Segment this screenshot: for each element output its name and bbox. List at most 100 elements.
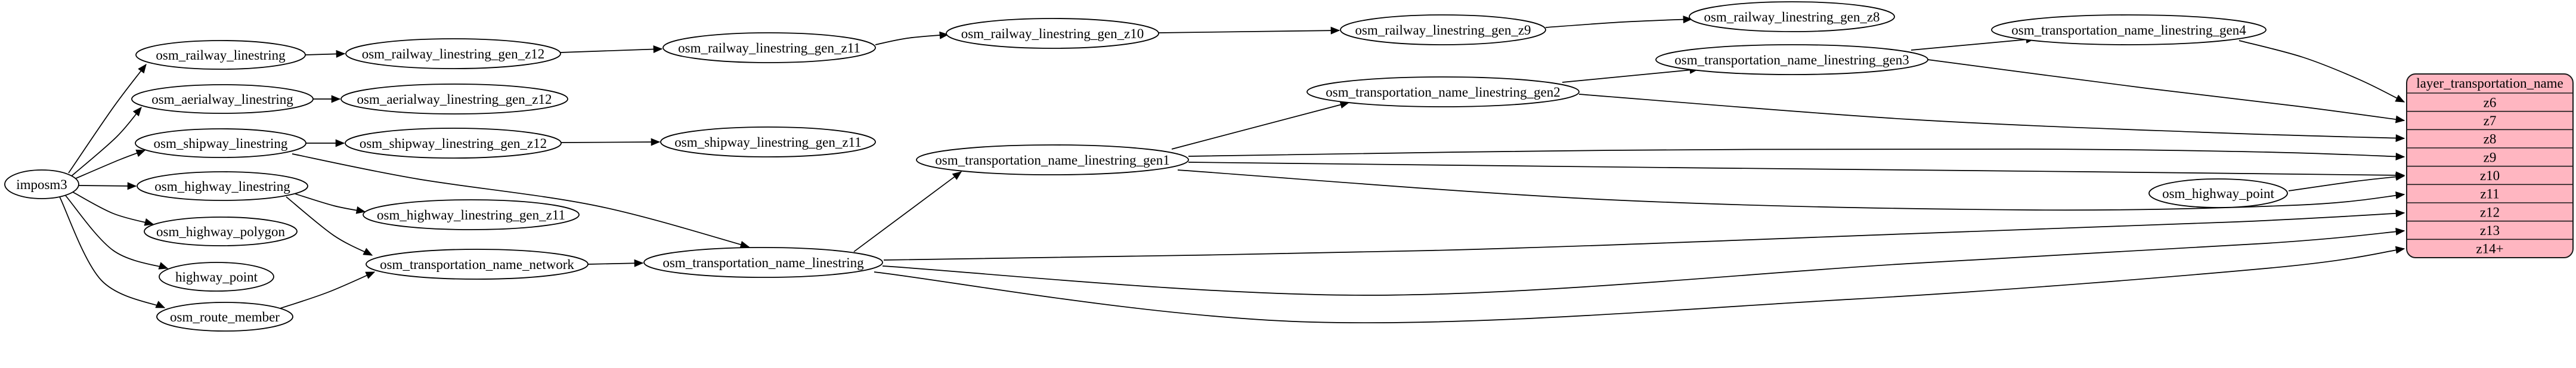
- node-osm_aerialway_linestring: osm_aerialway_linestring: [131, 84, 314, 114]
- edge-rail12-to-rail11: [560, 45, 663, 54]
- node-ellipse-osm_railway_linestring_gen_z10: [946, 18, 1159, 49]
- edge-imposm3-to-ship: [74, 149, 146, 180]
- edge-network-to-namels: [587, 259, 644, 267]
- node-osm_highway_linestring: osm_highway_linestring: [137, 171, 308, 201]
- edge-gen1-to-z9: [1188, 148, 2405, 161]
- edge-namels-to-z14+: [874, 246, 2405, 324]
- edge-namels-to-z12: [883, 209, 2405, 261]
- layer-table-row-z6: z6: [2484, 95, 2497, 110]
- edge-hwls-to-hw11: [295, 193, 366, 214]
- node-osm_transportation_name_linestring_gen4: osm_transportation_name_linestring_gen4: [1991, 14, 2267, 45]
- layer-table: layer_transportation_namez6z7z8z9z10z11z…: [2406, 73, 2574, 258]
- edge-hwpt2-to-z10: [2288, 173, 2405, 191]
- layer-table-row-z11: z11: [2480, 187, 2499, 202]
- node-osm_railway_linestring_gen_z12: osm_railway_linestring_gen_z12: [345, 38, 561, 69]
- edge-rail11-to-rail10: [875, 31, 949, 45]
- layer-table-row-z8: z8: [2484, 132, 2497, 147]
- node-osm_railway_linestring_gen_z10: osm_railway_linestring_gen_z10: [946, 18, 1159, 49]
- node-ellipse-osm_transportation_name_linestring_gen4: [1991, 14, 2267, 45]
- node-ellipse-osm_route_member: [156, 302, 293, 332]
- node-osm_transportation_name_linestring_gen3: osm_transportation_name_linestring_gen3: [1655, 44, 1928, 75]
- node-label-osm_shipway_linestring: osm_shipway_linestring: [154, 136, 288, 151]
- node-label-osm_highway_polygon: osm_highway_polygon: [156, 224, 285, 239]
- node-ellipse-osm_transportation_name_linestring_gen2: [1306, 76, 1580, 107]
- node-label-osm_transportation_name_linestring: osm_transportation_name_linestring: [662, 255, 864, 270]
- node-ellipse-osm_railway_linestring_gen_z11: [662, 32, 876, 63]
- node-ellipse-osm_highway_point: [2148, 178, 2288, 208]
- layer-table-row-z10: z10: [2480, 168, 2500, 183]
- node-ellipse-osm_aerialway_linestring: [131, 84, 314, 114]
- node-ellipse-osm_shipway_linestring_gen_z12: [345, 128, 562, 159]
- node-ellipse-osm_aerialway_linestring_gen_z12: [340, 84, 568, 115]
- node-label-osm_railway_linestring: osm_railway_linestring: [156, 48, 286, 63]
- edge-namels-to-z13: [882, 227, 2405, 296]
- node-ellipse-osm_railway_linestring_gen_z8: [1689, 1, 1895, 32]
- node-osm_transportation_name_linestring_gen1: osm_transportation_name_linestring_gen1: [916, 144, 1189, 175]
- edge-imposm3-to-hwpoly: [72, 191, 154, 226]
- node-label-osm_aerialway_linestring: osm_aerialway_linestring: [151, 92, 293, 107]
- node-label-osm_railway_linestring_gen_z11: osm_railway_linestring_gen_z11: [678, 41, 860, 55]
- node-label-osm_transportation_name_linestring_gen2: osm_transportation_name_linestring_gen2: [1326, 85, 1560, 100]
- node-label-imposm3: imposm3: [16, 177, 67, 192]
- node-label-osm_railway_linestring_gen_z8: osm_railway_linestring_gen_z8: [1704, 10, 1880, 24]
- node-ellipse-highway_point: [159, 262, 274, 292]
- node-ellipse-osm_transportation_name_linestring_gen3: [1655, 44, 1928, 75]
- node-osm_transportation_name_linestring: osm_transportation_name_linestring: [643, 247, 883, 278]
- node-ellipse-osm_transportation_name_linestring_gen1: [916, 144, 1189, 175]
- node-label-osm_highway_point: osm_highway_point: [2162, 186, 2274, 201]
- edge-gen2-to-z8: [1578, 94, 2405, 143]
- edge-gen4-to-z6: [2238, 40, 2405, 103]
- edge-imposm3-to-route: [59, 196, 166, 308]
- node-osm_transportation_name_linestring_gen2: osm_transportation_name_linestring_gen2: [1306, 76, 1580, 107]
- layer-table-row-z14+: z14+: [2476, 242, 2503, 256]
- edge-rail10-to-rail9: [1158, 26, 1340, 35]
- edge-imposm3-to-rail: [68, 63, 147, 174]
- node-ellipse-osm_shipway_linestring: [135, 128, 306, 158]
- layer-table-row-z9: z9: [2484, 150, 2497, 165]
- node-osm_highway_point: osm_highway_point: [2148, 178, 2288, 208]
- node-label-osm_transportation_name_linestring_gen4: osm_transportation_name_linestring_gen4: [2011, 23, 2246, 38]
- node-osm_railway_linestring: osm_railway_linestring: [135, 40, 306, 70]
- edge-hwls-to-network: [286, 196, 373, 256]
- node-osm_aerialway_linestring_gen_z12: osm_aerialway_linestring_gen_z12: [340, 84, 568, 115]
- edge-route-to-network: [280, 271, 376, 309]
- edge-imposm3-to-hwls: [78, 182, 137, 190]
- edge-gen3-to-z7: [1927, 59, 2405, 123]
- edge-gen1-to-z10: [1188, 162, 2405, 180]
- layer-table-title: layer_transportation_name: [2416, 76, 2563, 91]
- edge-gen2-to-gen3: [1562, 66, 1699, 83]
- edge-imposm3-to-hwpt: [65, 195, 169, 270]
- node-ellipse-osm_shipway_linestring_gen_z11: [660, 126, 876, 157]
- node-ellipse-osm_transportation_name_linestring: [643, 247, 883, 278]
- node-label-highway_point: highway_point: [175, 270, 258, 284]
- node-label-osm_railway_linestring_gen_z12: osm_railway_linestring_gen_z12: [362, 47, 545, 61]
- node-label-osm_railway_linestring_gen_z10: osm_railway_linestring_gen_z10: [961, 26, 1144, 41]
- node-imposm3: imposm3: [4, 169, 79, 199]
- node-label-osm_transportation_name_network: osm_transportation_name_network: [380, 257, 574, 272]
- edge-gen1-to-z11: [1177, 169, 2405, 211]
- node-label-osm_aerialway_linestring_gen_z12: osm_aerialway_linestring_gen_z12: [357, 92, 552, 107]
- node-label-osm_transportation_name_linestring_gen3: osm_transportation_name_linestring_gen3: [1674, 52, 1909, 67]
- node-highway_point: highway_point: [159, 262, 274, 292]
- node-ellipse-osm_highway_linestring_gen_z11: [363, 199, 580, 230]
- node-osm_shipway_linestring: osm_shipway_linestring: [135, 128, 306, 158]
- node-ellipse-osm_railway_linestring_gen_z9: [1340, 14, 1546, 45]
- node-osm_railway_linestring_gen_z11: osm_railway_linestring_gen_z11: [662, 32, 876, 63]
- node-osm_highway_linestring_gen_z11: osm_highway_linestring_gen_z11: [363, 199, 580, 230]
- node-label-osm_transportation_name_linestring_gen1: osm_transportation_name_linestring_gen1: [935, 153, 1169, 168]
- node-osm_railway_linestring_gen_z8: osm_railway_linestring_gen_z8: [1689, 1, 1895, 32]
- node-ellipse-osm_railway_linestring_gen_z12: [345, 38, 561, 69]
- edge-ship-to-namels: [292, 153, 750, 249]
- edge-gen3-to-gen4: [1911, 35, 2036, 51]
- node-ellipse-imposm3: [4, 169, 79, 199]
- node-label-osm_highway_linestring_gen_z11: osm_highway_linestring_gen_z11: [377, 208, 565, 222]
- edge-ship12-to-ship11: [561, 138, 661, 146]
- node-osm_transportation_name_network: osm_transportation_name_network: [366, 249, 589, 280]
- node-ellipse-osm_transportation_name_network: [366, 249, 589, 280]
- node-osm_route_member: osm_route_member: [156, 302, 293, 332]
- edge-namels-to-gen1: [853, 171, 962, 252]
- edge-rail-to-rail12: [305, 50, 346, 58]
- node-label-osm_railway_linestring_gen_z9: osm_railway_linestring_gen_z9: [1355, 23, 1531, 38]
